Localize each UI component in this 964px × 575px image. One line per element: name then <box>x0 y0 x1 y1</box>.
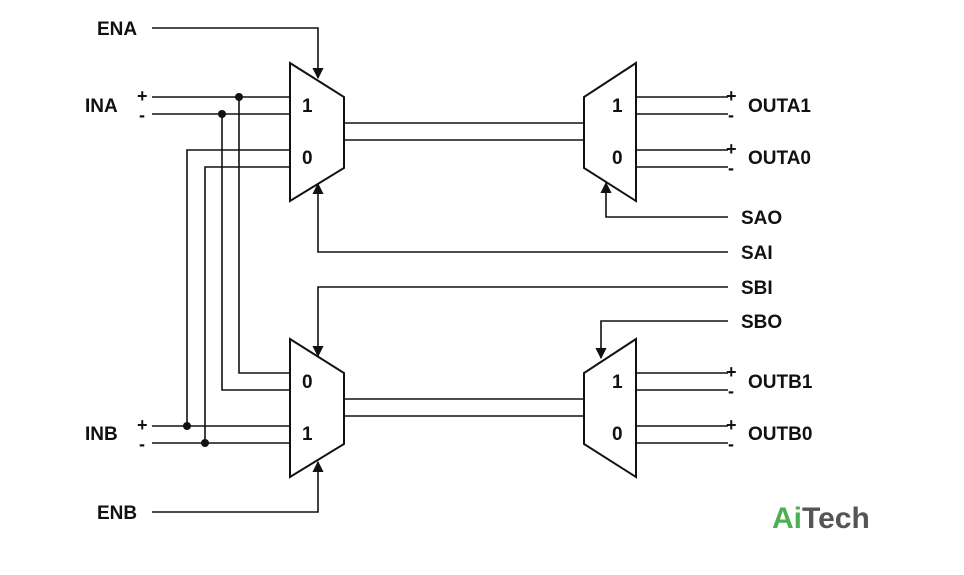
sbi-label: SBI <box>741 278 773 299</box>
inb-minus: - <box>139 434 145 454</box>
ina-label: INA <box>85 96 118 117</box>
mux-b-input-label-1: 1 <box>302 424 313 445</box>
junction-dot <box>218 110 226 118</box>
outa1-plus: + <box>726 86 737 106</box>
inb-plus: + <box>137 415 148 435</box>
mux-b-input-label-0: 0 <box>302 372 313 393</box>
ena-label: ENA <box>97 19 137 40</box>
ina-minus: - <box>139 105 145 125</box>
mux-a-output-label-0: 0 <box>612 148 623 169</box>
mux-a-input-label-1: 1 <box>302 96 313 117</box>
outb0-plus: + <box>726 415 737 435</box>
logo-tech: Tech <box>802 502 870 535</box>
mux-a-output-label-1: 1 <box>612 96 623 117</box>
outb1-plus: + <box>726 362 737 382</box>
outb0-minus: - <box>728 434 734 454</box>
mux-b-output-label-0: 0 <box>612 424 623 445</box>
logo-ai: Ai <box>772 502 802 535</box>
sao-line <box>600 181 728 218</box>
mux-b-output-label-1: 1 <box>612 372 623 393</box>
sao-label: SAO <box>741 208 782 229</box>
sai-label: SAI <box>741 243 773 264</box>
outa0-plus: + <box>726 139 737 159</box>
outa1-minus: - <box>728 105 734 125</box>
enb-line <box>152 460 324 513</box>
sbo-line <box>595 320 728 360</box>
sai-line <box>312 182 728 253</box>
outa1-label: OUTA1 <box>748 96 811 117</box>
inb-label: INB <box>85 424 118 445</box>
inb-plus-to-mux-a <box>186 149 290 426</box>
junction-dot <box>235 93 243 101</box>
sbi-line <box>312 286 728 358</box>
ina-plus-to-mux-b <box>238 97 290 374</box>
ina-minus-to-mux-b <box>221 114 290 391</box>
outa0-minus: - <box>728 158 734 178</box>
mux-b-input <box>289 337 345 479</box>
outb0-label: OUTB0 <box>748 424 812 445</box>
enb-label: ENB <box>97 503 137 524</box>
ena-line <box>152 27 324 80</box>
junction-dot <box>201 439 209 447</box>
outb1-minus: - <box>728 381 734 401</box>
junction-dot <box>183 422 191 430</box>
outb1-label: OUTB1 <box>748 372 813 393</box>
ina-plus: + <box>137 86 148 106</box>
sbo-label: SBO <box>741 312 782 333</box>
outa0-label: OUTA0 <box>748 148 811 169</box>
mux-a-input-label-0: 0 <box>302 148 313 169</box>
aitech-logo: AiTech <box>772 502 870 535</box>
mux-a-input <box>289 61 345 203</box>
mux-a-output <box>583 61 637 203</box>
mux-b-output <box>583 337 637 479</box>
inb-minus-to-mux-a <box>204 166 290 443</box>
